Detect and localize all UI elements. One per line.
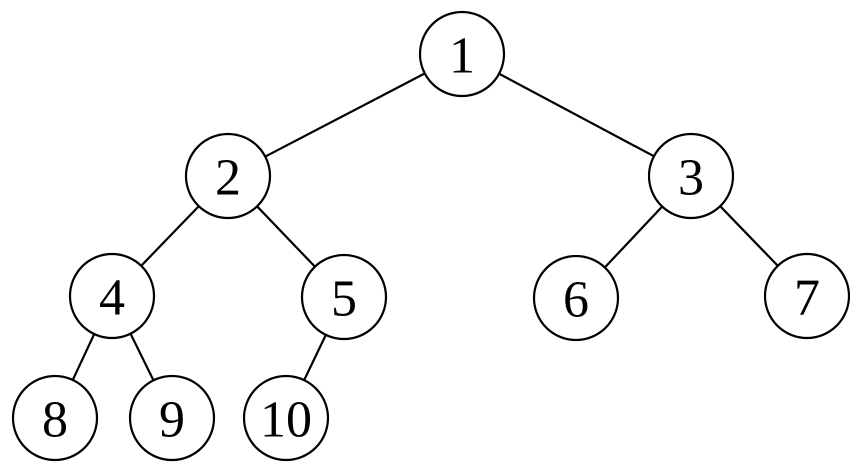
tree-node-9: 9 bbox=[128, 374, 216, 462]
tree-node-6: 6 bbox=[532, 254, 620, 342]
tree-node-label-6: 6 bbox=[563, 272, 589, 329]
tree-node-circle-10 bbox=[242, 374, 330, 462]
tree-node-circle-6 bbox=[532, 254, 620, 342]
tree-node-label-4: 4 bbox=[99, 270, 125, 327]
tree-node-circle-8 bbox=[11, 374, 99, 462]
tree-node-label-9: 9 bbox=[159, 392, 185, 449]
tree-node-label-5: 5 bbox=[331, 271, 357, 328]
tree-node-label-8: 8 bbox=[42, 392, 68, 449]
tree-node-4: 4 bbox=[68, 252, 156, 340]
tree-node-3: 3 bbox=[647, 132, 735, 220]
tree-node-7: 7 bbox=[763, 252, 851, 340]
tree-node-circle-9 bbox=[128, 374, 216, 462]
tree-node-8: 8 bbox=[11, 374, 99, 462]
tree-node-circle-2 bbox=[184, 132, 272, 220]
tree-node-label-3: 3 bbox=[678, 150, 704, 207]
tree-node-circle-7 bbox=[763, 252, 851, 340]
tree-node-2: 2 bbox=[184, 132, 272, 220]
tree-edge-1-2 bbox=[227, 53, 463, 177]
tree-node-label-2: 2 bbox=[215, 150, 241, 207]
tree-node-10: 10 bbox=[242, 374, 330, 462]
tree-node-1: 1 bbox=[418, 10, 506, 98]
tree-node-circle-3 bbox=[647, 132, 735, 220]
tree-edge-1-3 bbox=[461, 53, 692, 177]
tree-node-circle-4 bbox=[68, 252, 156, 340]
tree-node-circle-1 bbox=[418, 10, 506, 98]
tree-node-label-7: 7 bbox=[794, 270, 820, 327]
tree-nodes-layer: 1 2 3 4 5 6 7 8 9 10 bbox=[11, 10, 851, 462]
tree-node-5: 5 bbox=[300, 253, 388, 341]
tree-node-label-1: 1 bbox=[449, 28, 475, 85]
tree-node-label-10: 10 bbox=[260, 392, 312, 449]
tree-node-circle-5 bbox=[300, 253, 388, 341]
tree-edges-layer bbox=[54, 53, 808, 419]
